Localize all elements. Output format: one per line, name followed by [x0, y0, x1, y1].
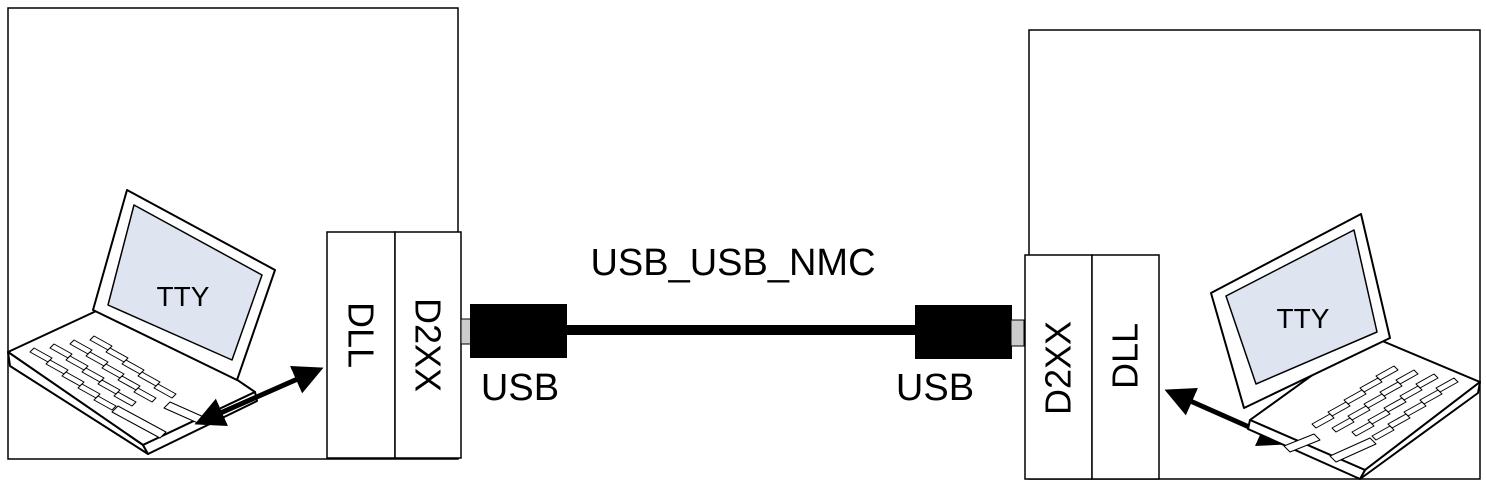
- usb-cable: [460, 304, 1025, 359]
- left-dll-box: [326, 231, 396, 459]
- right-laptop-icon: [1210, 213, 1481, 480]
- right-laptop-screen: [1225, 229, 1378, 385]
- left-laptop-screen: [107, 204, 263, 361]
- right-tty-label: TTY: [1277, 303, 1330, 334]
- right-dll-box: [1091, 254, 1160, 480]
- right-host: D2XX DLL: [1024, 29, 1481, 480]
- right-d2xx-box: [1024, 254, 1093, 480]
- left-d2xx-box: [394, 231, 462, 459]
- right-d2xx-label: D2XX: [1038, 321, 1079, 415]
- right-usb-connector-tip: [1010, 319, 1025, 347]
- cable-wire: [565, 325, 917, 335]
- left-dll-label: DLL: [341, 302, 382, 368]
- right-usb-plug: [915, 305, 1012, 359]
- left-usb-connector-tip: [460, 318, 472, 345]
- left-tty-label: TTY: [157, 281, 210, 312]
- left-laptop-icon: [7, 189, 276, 455]
- left-host: TTY DLL D2XX: [7, 7, 462, 460]
- left-link-arrow: [194, 365, 324, 427]
- right-dll-label: DLL: [1105, 323, 1146, 389]
- left-usb-plug: [470, 304, 567, 358]
- left-d2xx-label: D2XX: [408, 298, 449, 392]
- right-usb-label: USB: [896, 367, 974, 409]
- cable-title: USB_USB_NMC: [590, 242, 875, 284]
- left-usb-label: USB: [481, 367, 559, 409]
